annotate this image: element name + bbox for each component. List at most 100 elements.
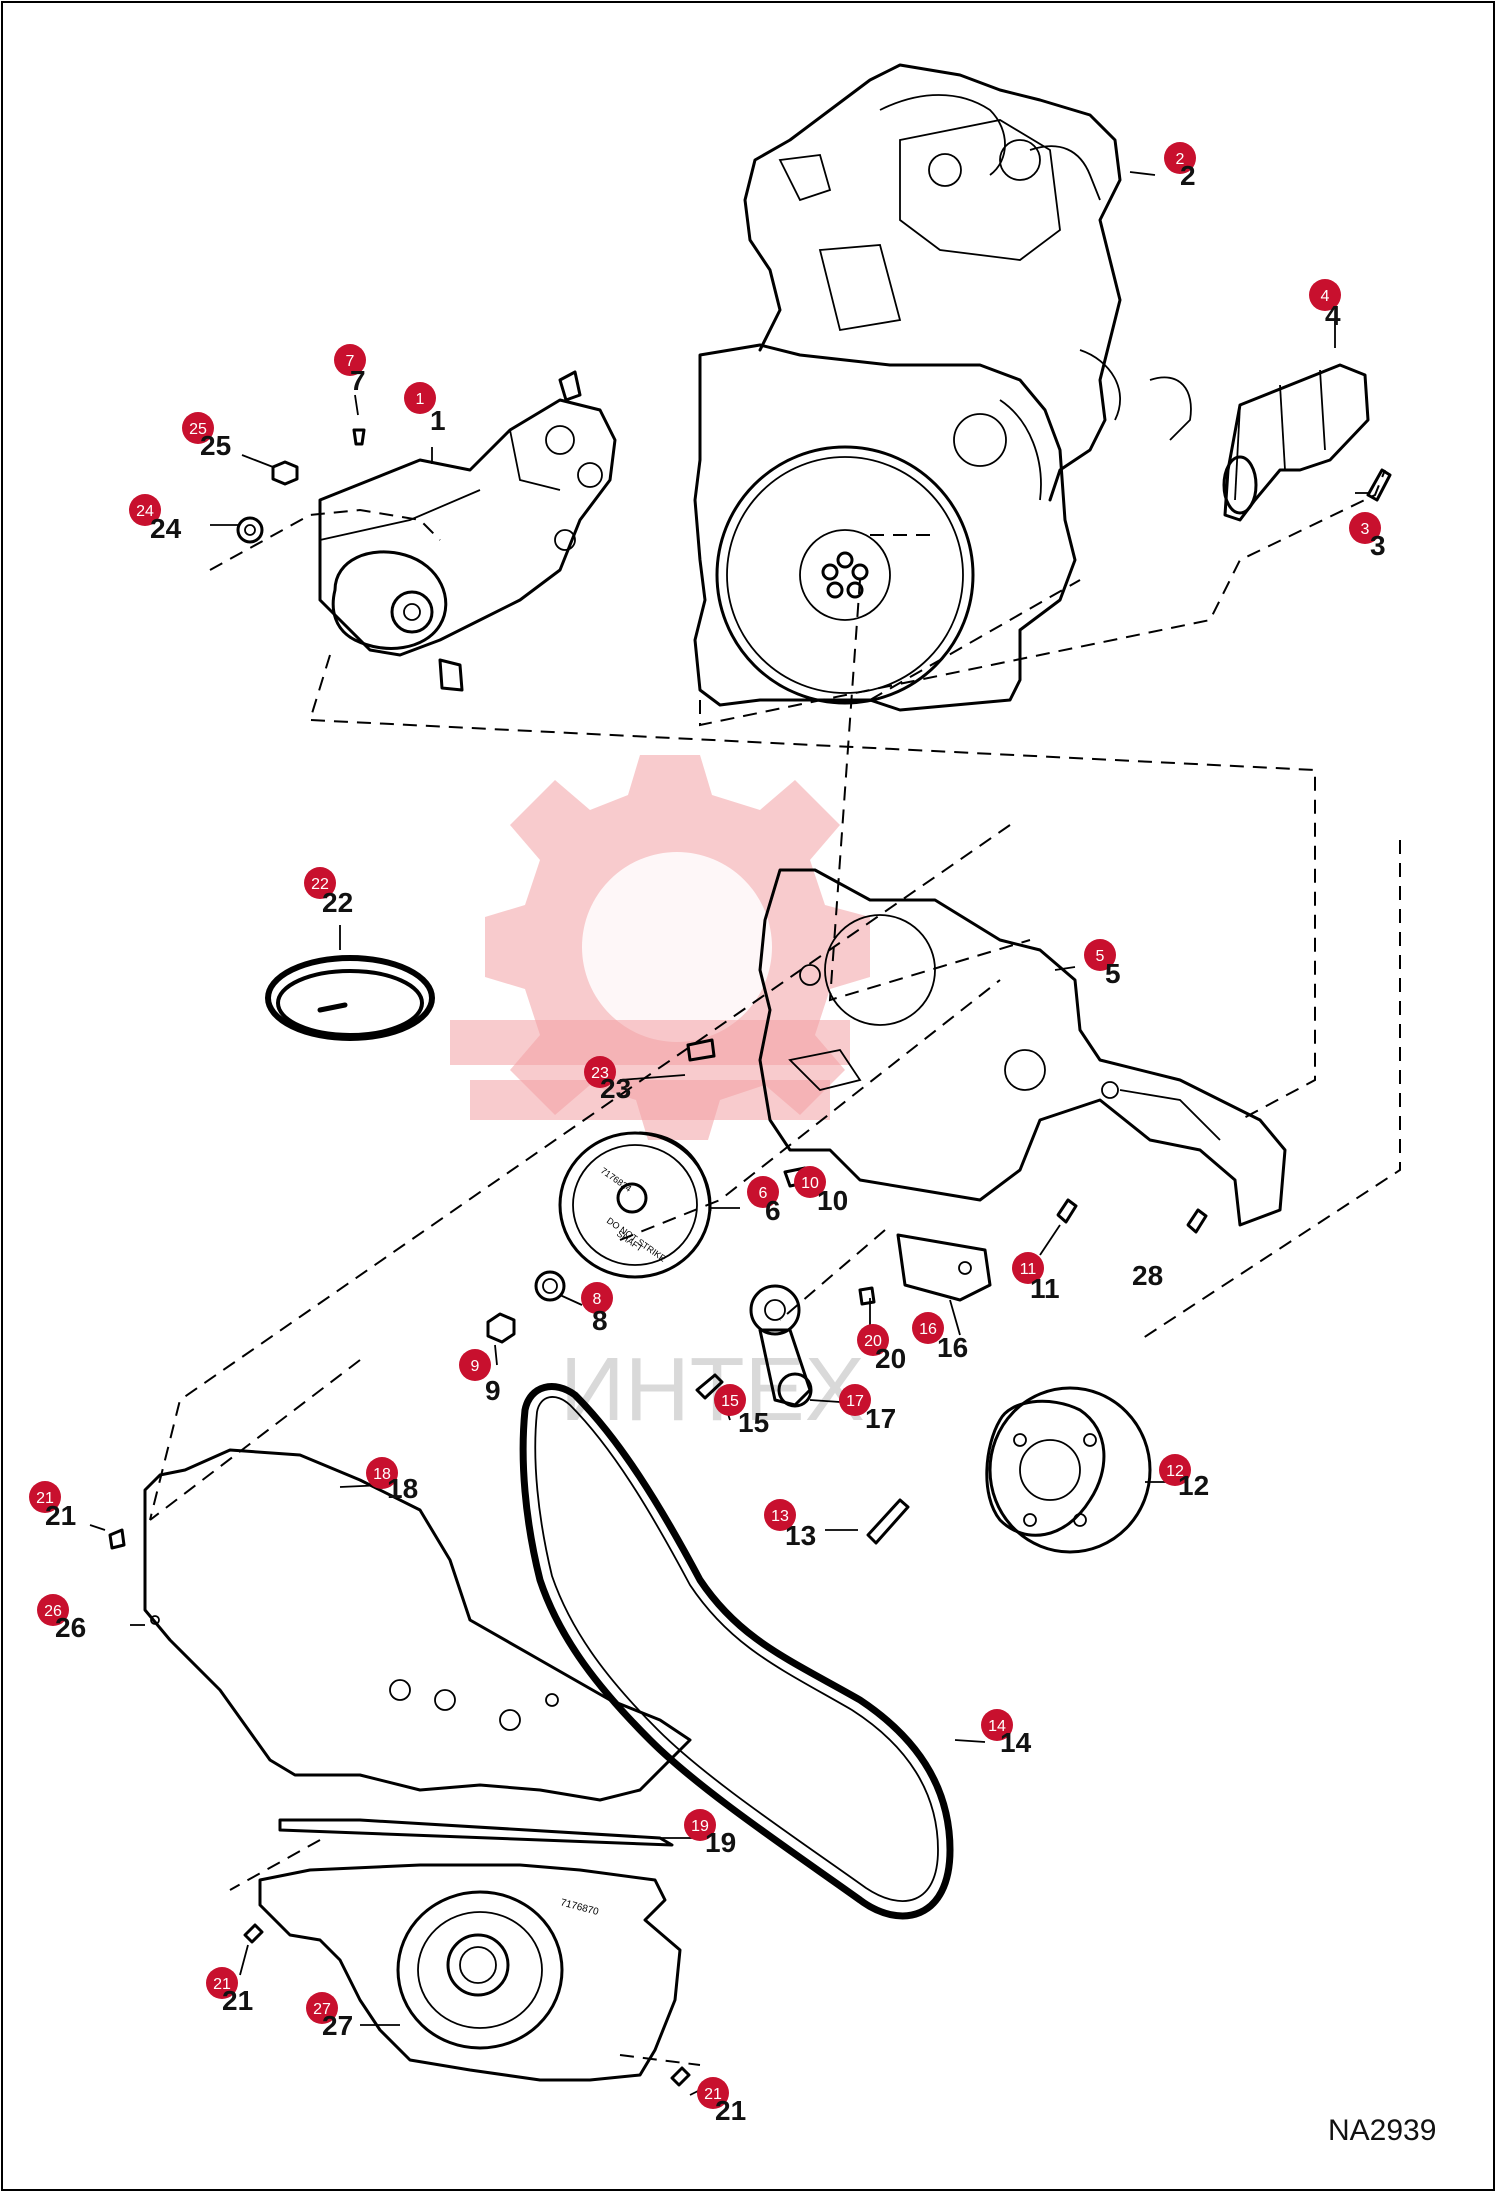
callout-badge-15 xyxy=(714,1384,746,1416)
bolt-21c xyxy=(670,2066,691,2087)
nut-part-25 xyxy=(271,460,299,486)
svg-text:5: 5 xyxy=(1096,948,1105,965)
engine-assembly xyxy=(693,63,1192,712)
callout-badge-10 xyxy=(794,1166,826,1198)
svg-text:13: 13 xyxy=(771,1508,789,1525)
svg-text:22: 22 xyxy=(311,876,329,893)
svg-text:16: 16 xyxy=(919,1321,937,1338)
callout-badge-26 xyxy=(37,1594,69,1626)
callout-21b: 21 xyxy=(222,1985,253,2016)
callout-badge-11 xyxy=(1012,1252,1044,1284)
gasket-18 xyxy=(143,1448,692,1802)
svg-text:24: 24 xyxy=(136,503,154,520)
callout-6: 6 xyxy=(765,1195,781,1226)
key-part-7 xyxy=(352,428,366,446)
callout-19: 19 xyxy=(705,1827,736,1858)
crank-pulley-6: 7176824 DO NOT STRIKE SHAFT xyxy=(558,1131,712,1279)
hydrostatic-pump xyxy=(318,370,617,692)
callout-badge-9 xyxy=(459,1349,491,1381)
callout-15: 15 xyxy=(738,1407,769,1438)
svg-text:21: 21 xyxy=(36,1490,54,1507)
callout-20: 20 xyxy=(875,1343,906,1374)
callout-badge-27 xyxy=(306,1992,338,2024)
seal-cord-22 xyxy=(265,955,435,1041)
svg-text:17: 17 xyxy=(846,1393,864,1410)
assembly-dashed-lines xyxy=(149,469,1401,2066)
svg-text:11: 11 xyxy=(1020,1261,1037,1278)
svg-text:14: 14 xyxy=(988,1718,1006,1735)
bolt-11 xyxy=(1056,1198,1078,1224)
svg-text:3: 3 xyxy=(1361,521,1370,538)
bracket-16 xyxy=(896,1233,992,1302)
callout-7: 7 xyxy=(350,365,366,396)
belt-tensioner-17 xyxy=(749,1284,813,1408)
watermark-logo xyxy=(450,755,870,1140)
callout-13: 13 xyxy=(785,1520,816,1551)
callout-4: 4 xyxy=(1325,300,1341,331)
svg-text:4: 4 xyxy=(1321,288,1330,305)
callout-badge-21b xyxy=(206,1967,238,1999)
callout-badge-22 xyxy=(304,867,336,899)
callout-12: 12 xyxy=(1178,1470,1209,1501)
bolt-28 xyxy=(1186,1208,1208,1234)
cover-part-number: 7176870 xyxy=(559,1897,600,1918)
svg-text:12: 12 xyxy=(1166,1463,1184,1480)
callout-badge-20 xyxy=(857,1324,889,1356)
callout-8: 8 xyxy=(592,1305,608,1336)
front-housing-5 xyxy=(758,868,1287,1227)
callout-badge-13 xyxy=(764,1499,796,1531)
callout-18: 18 xyxy=(387,1473,418,1504)
svg-text:23: 23 xyxy=(591,1065,609,1082)
svg-text:8: 8 xyxy=(593,1291,602,1308)
svg-text:21: 21 xyxy=(704,2086,722,2103)
callout-3: 3 xyxy=(1370,530,1386,561)
washer-part-24 xyxy=(236,516,264,544)
svg-text:18: 18 xyxy=(373,1466,391,1483)
drive-belt-14 xyxy=(519,1383,954,1920)
callout-14: 14 xyxy=(1000,1727,1032,1758)
callout-badge-12 xyxy=(1159,1454,1191,1486)
callout-26: 26 xyxy=(55,1612,86,1643)
callout-21c: 21 xyxy=(715,2095,746,2126)
nut-9 xyxy=(486,1312,516,1344)
callout-badge-6 xyxy=(747,1176,779,1208)
svg-text:9: 9 xyxy=(471,1358,480,1375)
washer-8 xyxy=(534,1270,566,1302)
bolt-20 xyxy=(858,1286,876,1306)
callout-badge-23 xyxy=(584,1056,616,1088)
callout-labels: 1 1 2 2 3 3 4 4 5 5 6 6 7 7 8 8 9 9 10 xyxy=(29,142,1386,2126)
pulley-part-number: 7176824 xyxy=(599,1165,633,1193)
callout-badge-1 xyxy=(404,382,436,414)
callout-badge-21c xyxy=(697,2077,729,2109)
water-pump-12 xyxy=(985,1386,1152,1554)
bolt-13 xyxy=(866,1498,910,1545)
svg-text:7: 7 xyxy=(346,353,355,370)
callout-2: 2 xyxy=(1180,160,1196,191)
svg-text:10: 10 xyxy=(801,1175,819,1192)
callout-badge-5 xyxy=(1084,939,1116,971)
callout-badge-3 xyxy=(1349,512,1381,544)
callout-5: 5 xyxy=(1105,958,1121,989)
svg-text:15: 15 xyxy=(721,1393,739,1410)
svg-text:20: 20 xyxy=(864,1333,882,1350)
callout-1: 1 xyxy=(430,405,446,436)
svg-text:25: 25 xyxy=(189,421,207,438)
seal-strip-19 xyxy=(278,1818,674,1847)
callout-17: 17 xyxy=(865,1403,896,1434)
bolt-21a xyxy=(108,1528,126,1550)
callout-24: 24 xyxy=(150,513,182,544)
callout-badge-4 xyxy=(1309,279,1341,311)
callout-22: 22 xyxy=(322,887,353,918)
drawing-code: NA2939 xyxy=(1328,2114,1436,2147)
svg-text:26: 26 xyxy=(44,1603,62,1620)
callout-badge-18 xyxy=(366,1457,398,1489)
svg-text:19: 19 xyxy=(691,1818,709,1835)
callout-11: 11 xyxy=(1030,1273,1060,1304)
callout-21a: 21 xyxy=(45,1500,76,1531)
svg-text:6: 6 xyxy=(759,1185,768,1202)
callout-badge-7 xyxy=(334,344,366,376)
front-cover-27: 7176870 xyxy=(258,1863,682,2082)
bolt-15 xyxy=(695,1373,724,1400)
